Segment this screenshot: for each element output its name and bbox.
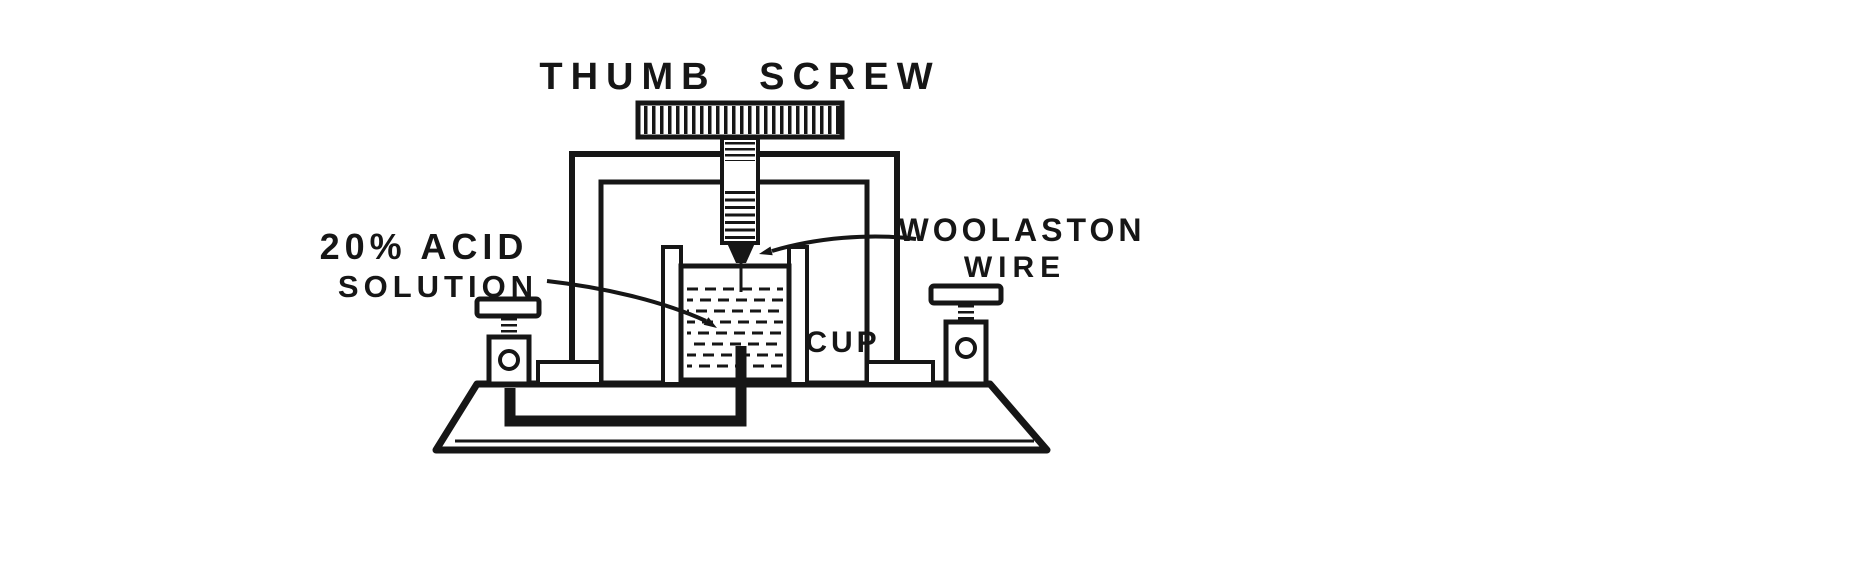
binding-post-left-cap — [474, 296, 542, 319]
screw-rod — [720, 136, 760, 245]
acid-solution-callout-arrow — [546, 279, 717, 328]
cup-assembly — [661, 245, 809, 386]
thumb-screw-label: THUMB SCREW — [539, 56, 940, 98]
binding-post-left-hole — [498, 349, 520, 371]
binding-post-right-cap — [928, 283, 1004, 306]
frame-left-foot — [536, 360, 603, 386]
woolaston-wire-label-line2: WIRE — [964, 251, 1066, 284]
thumb-screw-assembly — [635, 100, 845, 292]
arrow-line — [546, 279, 707, 323]
acid-solution-label-line2: SOLUTION — [338, 269, 538, 304]
binding-post-left — [474, 296, 542, 387]
arrow-head — [703, 317, 717, 328]
labels: THUMB SCREW 20% ACID SOLUTION WOOLASTON … — [320, 56, 1146, 359]
connecting-wire — [504, 346, 747, 427]
cup-right-post — [787, 245, 809, 386]
cup-left-post — [661, 245, 683, 386]
woolaston-wire-callout-arrow — [759, 234, 917, 256]
frame-right-foot — [865, 360, 935, 386]
binding-post-left-body — [486, 334, 532, 387]
cup-label: CUP — [805, 326, 880, 359]
arrow-line — [771, 234, 917, 253]
acid-solution-label-line1: 20% ACID — [320, 226, 529, 267]
binding-post-right-hole — [955, 337, 977, 359]
acid-solution-liquid — [687, 287, 783, 368]
binding-post-right — [928, 283, 1004, 387]
arrow-head — [759, 246, 773, 256]
wire-holder-tip — [727, 243, 755, 263]
woolaston-wire-label-line1: WOOLASTON — [899, 212, 1146, 248]
cup-body — [678, 263, 792, 383]
